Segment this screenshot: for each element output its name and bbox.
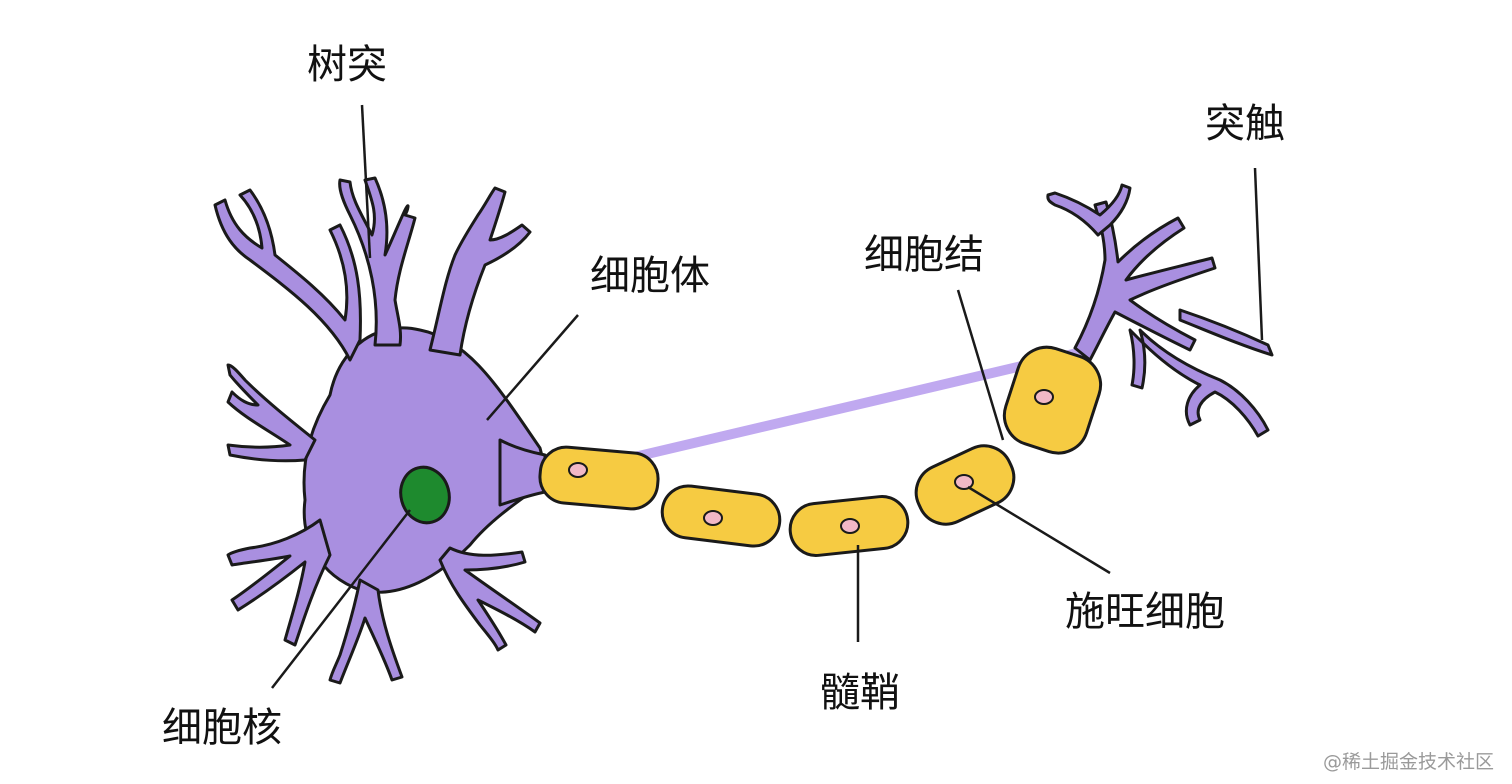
label-synapse: 突触 (1205, 101, 1285, 147)
neuron-soma-and-dendrites (213, 176, 550, 685)
leader-line-dendrite (360, 104, 372, 259)
schwann-nucleus-4 (954, 474, 974, 490)
dendrite-branch-lower-right (438, 546, 542, 652)
cell-body-shape (302, 326, 550, 594)
dendrite-branch-lower-left (226, 518, 332, 647)
leader-line-node (956, 289, 1005, 441)
label-cell-body: 细胞体 (590, 253, 710, 299)
label-node: 细胞结 (864, 232, 984, 278)
myelin-sheaths (538, 345, 1103, 557)
dendrite-branch-upper-right (428, 186, 532, 357)
dendrite-branch-left (226, 363, 317, 463)
terminal-branch-upper (1046, 183, 1132, 237)
leader-line-schwann-cell (967, 485, 1111, 575)
schwann-nucleus-2 (703, 510, 723, 526)
watermark: @稀土掘金技术社区 (1322, 751, 1494, 773)
label-dendrite: 树突 (307, 42, 387, 88)
schwann-nucleus-5 (1034, 389, 1054, 405)
leader-line-cell-body (486, 314, 579, 421)
myelin-segment-1 (538, 445, 660, 511)
terminal-branch-right (1178, 308, 1274, 357)
schwann-nuclei (568, 389, 1054, 534)
label-nucleus: 细胞核 (162, 705, 282, 751)
leader-line-nucleus (271, 509, 411, 689)
leader-line-synapse (1253, 167, 1264, 341)
leader-lines (271, 104, 1264, 689)
label-myelin: 髓鞘 (820, 670, 900, 716)
terminal-branch-lower (1128, 328, 1270, 438)
dendrite-branch-upper-middle (338, 176, 417, 347)
label-schwann-cell: 施旺细胞 (1065, 589, 1225, 635)
dendrite-branch-lower (328, 578, 404, 685)
schwann-nucleus-1 (568, 462, 588, 478)
nucleus-shape (399, 465, 451, 525)
axon-terminals (1046, 183, 1274, 438)
schwann-nucleus-3 (840, 518, 860, 534)
dendrite-branch-upper-left (213, 188, 362, 362)
